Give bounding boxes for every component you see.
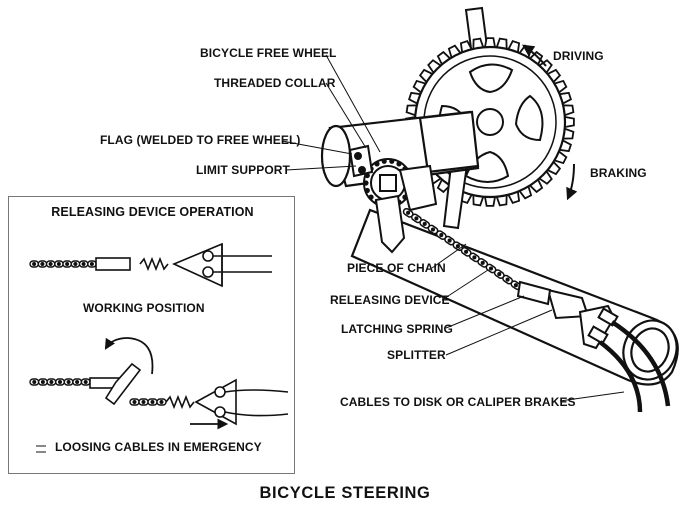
- chain-pin: [150, 400, 155, 405]
- chain-pin: [73, 262, 78, 267]
- chain-pin: [132, 400, 137, 405]
- braking-arrow: [566, 163, 578, 201]
- chain-pin: [32, 262, 37, 267]
- label-piece-of-chain: PIECE OF CHAIN: [347, 261, 446, 275]
- hub-tooth: [374, 161, 380, 167]
- chain-pin: [497, 272, 502, 277]
- hub-tooth: [364, 172, 370, 179]
- inset-working-device: [95, 242, 272, 288]
- label-braking: BRAKING: [590, 166, 647, 180]
- brake-cables: [598, 320, 671, 413]
- hub-tooth: [364, 187, 370, 194]
- chain-pin: [472, 255, 477, 260]
- free-wheel-hub: [348, 144, 438, 254]
- hub-tooth: [368, 194, 374, 200]
- chain-pin: [439, 233, 444, 238]
- label-driving: DRIVING: [553, 49, 604, 63]
- chain-pin: [447, 238, 452, 243]
- label-flag: FLAG (WELDED TO FREE WHEEL): [100, 133, 301, 147]
- chain-pin: [455, 244, 460, 249]
- chain-pin: [32, 380, 37, 385]
- chain-pin: [406, 210, 411, 215]
- hub-tooth: [363, 180, 369, 186]
- chain-pin: [81, 262, 86, 267]
- chain-pin: [414, 216, 419, 221]
- label-threaded-collar: THREADED COLLAR: [214, 76, 336, 90]
- leader-lines: [281, 54, 625, 402]
- driving-arrow: [522, 44, 547, 67]
- inset-title: RELEASING DEVICE OPERATION: [51, 205, 254, 219]
- label-limit-support: LIMIT SUPPORT: [196, 163, 290, 177]
- chain-pin: [505, 277, 510, 282]
- chain-pin: [40, 262, 45, 267]
- chain-pin: [56, 262, 61, 267]
- inset-working-chain: [29, 260, 97, 268]
- inset-bullet-marks: [36, 445, 46, 453]
- chain-pin: [40, 380, 45, 385]
- chain-pin: [89, 262, 94, 267]
- chain-pin: [58, 380, 63, 385]
- chain-pin: [488, 266, 494, 271]
- chain-pin: [513, 283, 518, 288]
- chain-pin: [422, 221, 427, 226]
- chain-pin: [159, 400, 164, 405]
- chain-pin: [48, 262, 53, 267]
- inset-emergency-chain: [29, 378, 167, 406]
- hub-tooth: [396, 161, 402, 167]
- label-free-wheel: BICYCLE FREE WHEEL: [200, 46, 337, 60]
- chain-pin: [141, 400, 146, 405]
- chain-pin: [83, 380, 88, 385]
- chain-pin: [480, 260, 485, 265]
- hub-tooth: [389, 158, 395, 164]
- hub-tooth: [381, 158, 387, 164]
- chain-pin: [65, 262, 70, 267]
- label-splitter: SPLITTER: [387, 348, 446, 362]
- label-cables: CABLES TO DISK OR CALIPER BRAKES: [340, 395, 576, 409]
- rotation-arrow-icon: [104, 337, 154, 375]
- chain-pin: [430, 227, 436, 232]
- label-releasing-device: RELEASING DEVICE: [330, 293, 450, 307]
- label-latching-spring: LATCHING SPRING: [341, 322, 453, 336]
- releasing-device-inset: RELEASING DEVICE OPERATION WORKING POSIT…: [8, 196, 295, 474]
- main-chain: [402, 207, 522, 291]
- chain-pin: [66, 380, 71, 385]
- chain-pin: [75, 380, 80, 385]
- diagram-title: BICYCLE STEERING: [259, 484, 431, 502]
- label-working-position: WORKING POSITION: [83, 301, 205, 315]
- inset-emergency-device: [89, 362, 289, 426]
- chain-pin: [49, 380, 54, 385]
- label-emergency: LOOSING CABLES IN EMERGENCY: [55, 440, 262, 454]
- chain-pin: [464, 249, 469, 254]
